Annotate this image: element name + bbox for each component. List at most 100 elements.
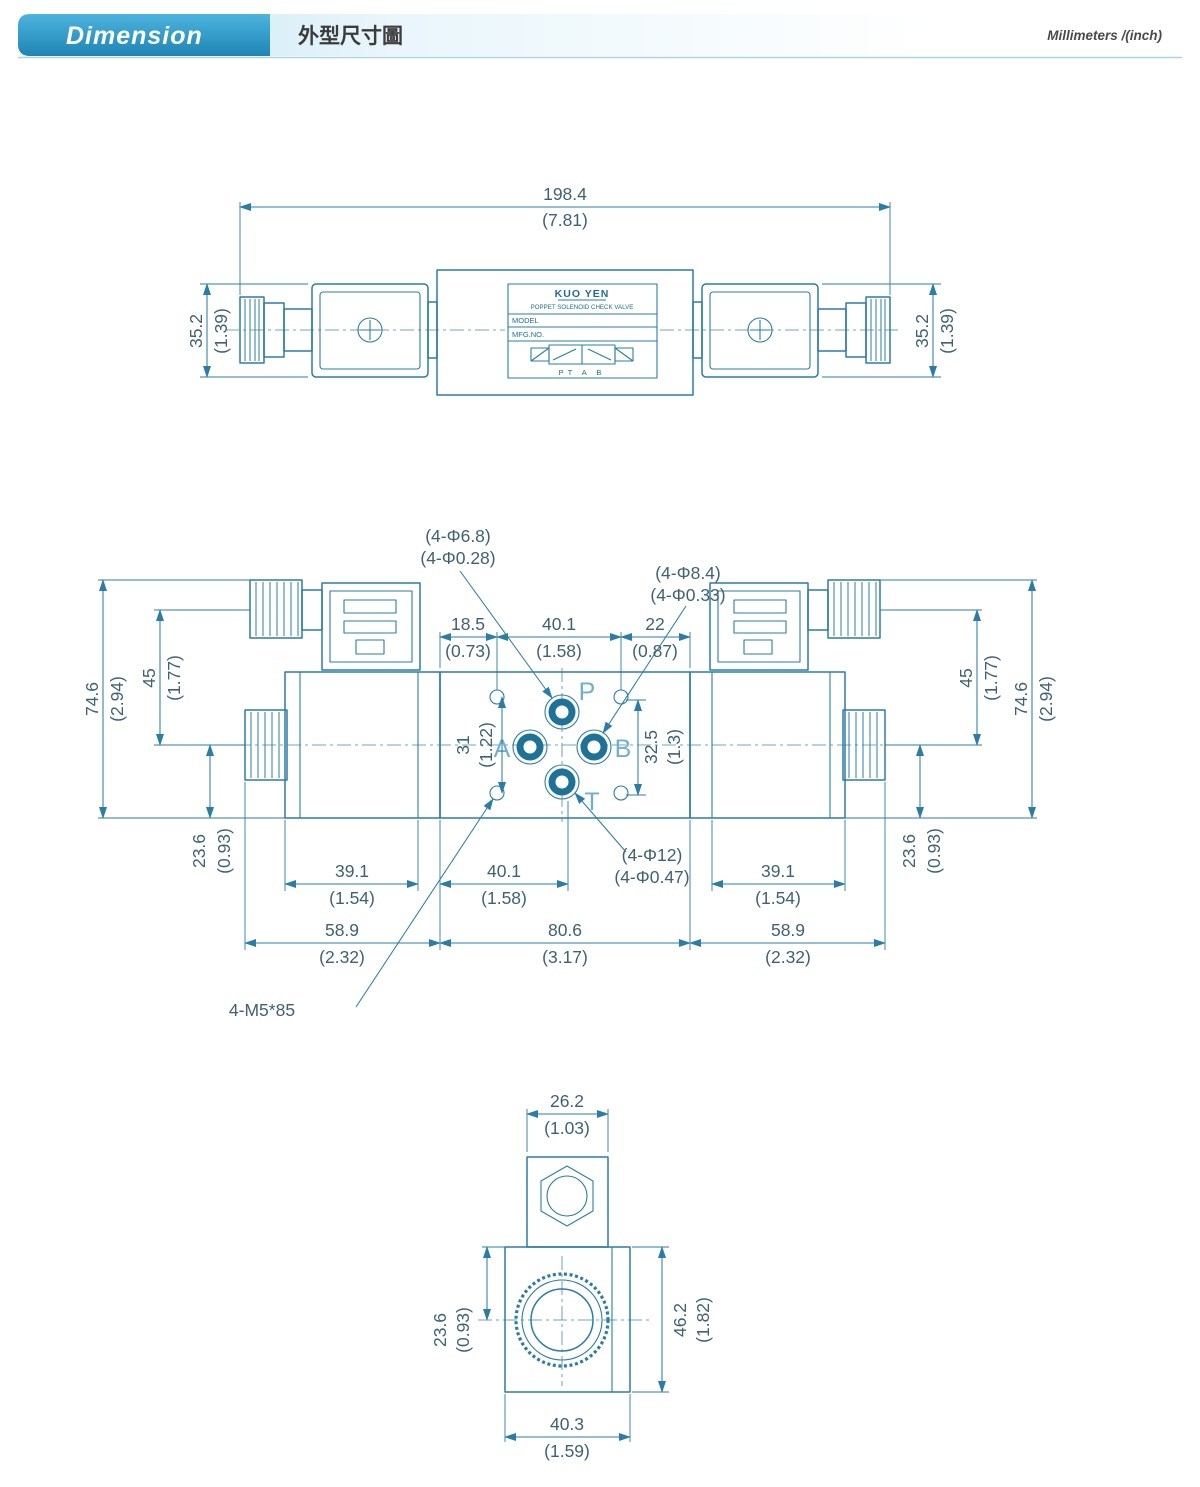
dim-40-1-bot-in: (1.58) [481,888,527,908]
dim-23-6-left: 23.6 (0.93) [189,744,234,874]
dim-18-5-mm: 18.5 [451,614,485,634]
callout-12-in: (4-Φ0.47) [614,867,689,887]
callout-84-in: (4-Φ0.33) [650,585,725,605]
header-bar-bg [18,14,1182,56]
dim-80-6-in: (3.17) [542,947,588,967]
dim-74-6-left: 74.6 (2.94) [82,579,285,819]
right-connector-box [692,283,819,378]
port-a [512,729,548,765]
hex-nut-icon [540,1165,594,1227]
port-label-p: P [579,678,596,706]
left-gland-plan [249,579,323,639]
dim-45-left: 45 (1.77) [139,609,250,746]
dim-39-1-right-in: (1.54) [755,888,801,908]
end-solenoid-block [526,1156,609,1248]
dim-39-1-left-in: (1.54) [329,888,375,908]
dim-height-right-mm: 35.2 [912,314,932,348]
dim-80-6-mm: 80.6 [548,920,582,940]
header-blue-block [18,14,270,56]
nameplate-ports: PT A B [559,368,606,377]
dim-46-2-mm: 46.2 [670,1303,690,1337]
dim-74-6-right: 74.6 (2.94) [845,579,1056,819]
nameplate-mfg-label: MFG.NO. [512,330,544,339]
nameplate: KUO YEN POPPET SOLENOID CHECK VALVE MODE… [507,283,658,379]
dim-32-5-in: (1.3) [664,729,684,765]
dim-23-6-right-in: (0.93) [924,828,944,874]
dim-bottom-row2: 58.9 (2.32) 80.6 (3.17) 58.9 (2.32) [244,782,886,967]
dim-40-3-mm: 40.3 [550,1414,584,1434]
dim-overall-width: 198.4 (7.81) [239,184,891,295]
dim-40-1-bot-mm: 40.1 [487,861,521,881]
dim-58-9-right-in: (2.32) [765,947,811,967]
dim-23-6-end: 23.6 (0.93) [430,1246,505,1353]
side-view: KUO YEN POPPET SOLENOID CHECK VALVE MODE… [186,184,957,396]
end-view: 26.2 (1.03) 23.6 (0.93) 46.2 (1.82) 40.3… [430,1091,713,1461]
dim-58-9-left-mm: 58.9 [325,920,359,940]
dim-45-right-in: (1.77) [981,655,1001,701]
dim-height-left: 35.2 (1.39) [186,283,308,378]
dim-23-6-end-in: (0.93) [453,1307,473,1353]
right-override-nut [842,709,886,781]
dim-top-row: 18.5 (0.73) 40.1 (1.58) 22 (0.87) [439,614,691,690]
dim-overall-mm: 198.4 [543,184,587,204]
callout-68-mm: (4-Φ6.8) [425,526,491,546]
dim-18-5-in: (0.73) [445,641,491,661]
port-label-t: T [584,788,599,816]
callout-12-mm: (4-Φ12) [622,845,683,865]
dim-40-3: 40.3 (1.59) [504,1394,631,1461]
dim-32-5: 32.5 (1.3) [626,699,684,796]
page-subtitle: 外型尺寸圖 [298,24,403,48]
nameplate-product: POPPET SOLENOID CHECK VALVE [531,304,634,311]
port-p [544,694,580,730]
dim-39-1-right-mm: 39.1 [761,861,795,881]
dim-23-6-left-mm: 23.6 [189,834,209,868]
dim-23-6-end-mm: 23.6 [430,1313,450,1347]
hydraulic-symbol-icon [530,344,634,365]
dim-40-3-in: (1.59) [544,1441,590,1461]
dim-height-right: 35.2 (1.39) [822,283,957,378]
dim-23-6-left-in: (0.93) [214,828,234,874]
callout-hole-6-8: (4-Φ6.8) (4-Φ0.28) [420,526,553,699]
dim-32-5-mm: 32.5 [641,730,661,764]
right-cable-gland [817,296,891,364]
dim-46-2: 46.2 (1.82) [632,1246,713,1393]
dim-74-6-right-in: (2.94) [1036,676,1056,722]
callout-bolt: 4-M5*85 [229,798,494,1020]
knurled-port-boss [514,1272,610,1368]
dim-height-left-mm: 35.2 [186,314,206,348]
dim-39-1-left-mm: 39.1 [335,861,369,881]
left-connector-plan [321,582,421,671]
dim-74-6-right-mm: 74.6 [1011,682,1031,716]
right-gland-plan [807,579,881,639]
dim-22-in: (0.87) [632,641,678,661]
dim-46-2-in: (1.82) [693,1297,713,1343]
left-cable-gland [239,296,313,364]
dim-26-2-in: (1.03) [544,1118,590,1138]
valve-body-plan [439,671,691,819]
dim-height-right-in: (1.39) [937,308,957,354]
dim-40-1-top-in: (1.58) [536,641,582,661]
dim-26-2: 26.2 (1.03) [526,1091,609,1152]
header-banner: Dimension 外型尺寸圖 Millimeters /(inch) [18,14,1182,59]
port-b [576,729,612,765]
port-t [544,764,580,800]
dim-45-right-mm: 45 [956,668,976,687]
dim-40-1-top-mm: 40.1 [542,614,576,634]
dim-45-left-in: (1.77) [164,655,184,701]
end-body [504,1246,631,1393]
callout-hole-12: (4-Φ12) (4-Φ0.47) [574,792,690,887]
dim-45-left-mm: 45 [139,668,159,687]
dim-45-right: 45 (1.77) [880,609,1001,746]
dim-31-in: (1.22) [476,722,496,768]
bolt-label: 4-M5*85 [229,1000,295,1020]
left-connector-box [311,283,438,378]
callout-hole-8-4: (4-Φ8.4) (4-Φ0.33) [602,563,726,734]
dim-23-6-right-mm: 23.6 [899,834,919,868]
dim-22-mm: 22 [645,614,664,634]
units-note: Millimeters /(inch) [1047,28,1162,43]
dim-overall-in: (7.81) [542,210,588,230]
port-label-b: B [615,735,632,763]
dim-31-mm: 31 [453,735,473,754]
